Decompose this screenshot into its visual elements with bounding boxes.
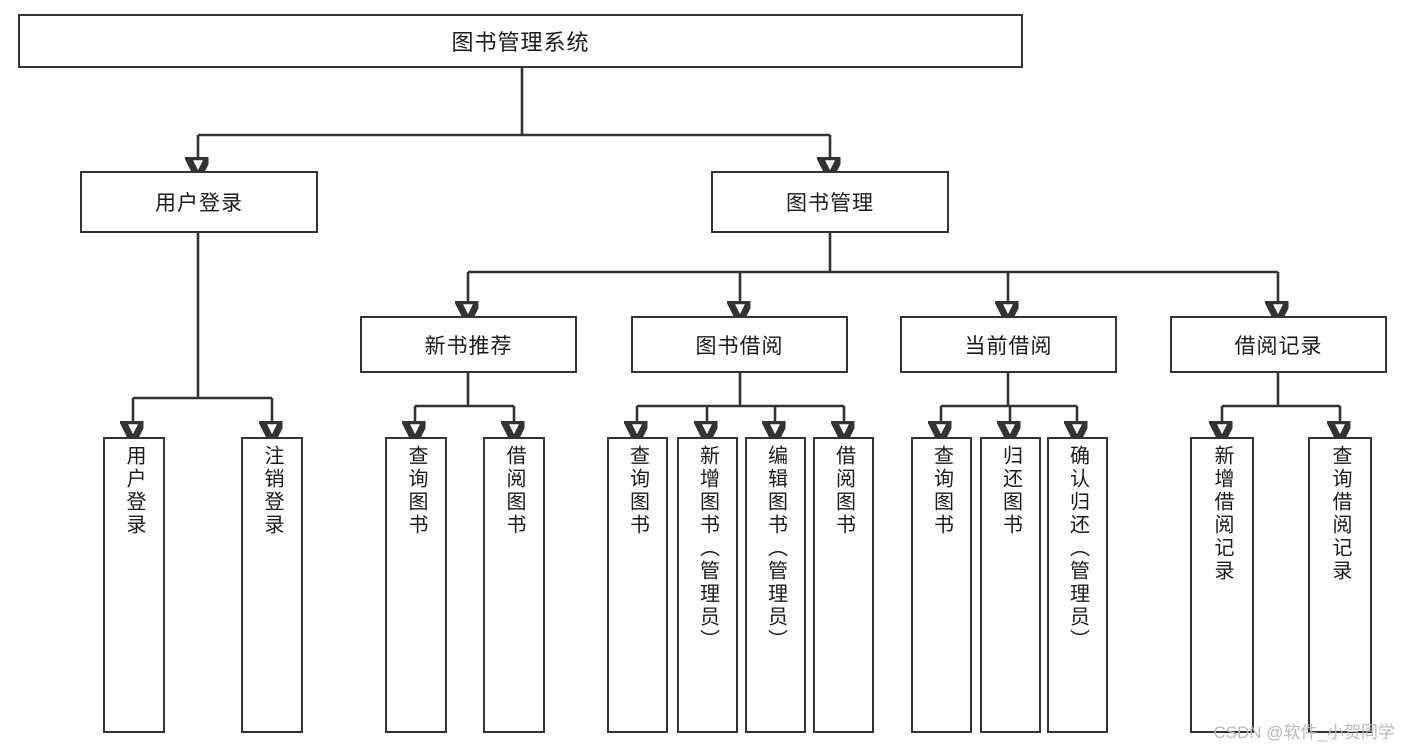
leaf-logout[interactable]: 注销登录 xyxy=(241,437,303,733)
leaf-borrow-book-1[interactable]: 借阅图书 xyxy=(483,437,545,733)
leaf-add-record[interactable]: 新增借阅记录 xyxy=(1190,437,1254,733)
node-user-login-label: 用户登录 xyxy=(155,192,243,215)
node-book-borrow-label: 图书借阅 xyxy=(695,334,784,358)
node-new-book-rec-label: 新书推荐 xyxy=(424,334,513,358)
node-user-login[interactable]: 用户登录 xyxy=(80,171,318,233)
leaf-query-book-1[interactable]: 查询图书 xyxy=(385,437,447,733)
node-book-manage[interactable]: 图书管理 xyxy=(711,171,949,233)
csdn-watermark: CSDN @软件_小贺同学 xyxy=(1213,723,1395,742)
node-root-label: 图书管理系统 xyxy=(451,30,590,55)
node-new-book-rec[interactable]: 新书推荐 xyxy=(360,316,577,373)
leaf-confirm-return[interactable]: 确认归还（管理员） xyxy=(1047,437,1108,733)
leaf-edit-book-label: 编辑图书（管理员） xyxy=(764,445,787,652)
leaf-return-book[interactable]: 归还图书 xyxy=(980,437,1041,733)
node-current-borrow-label: 当前借阅 xyxy=(964,334,1053,358)
leaf-logout-label: 注销登录 xyxy=(261,445,283,537)
leaf-query-book-2[interactable]: 查询图书 xyxy=(607,437,668,733)
leaf-user-login[interactable]: 用户登录 xyxy=(103,437,165,733)
leaf-query-record-label: 查询借阅记录 xyxy=(1329,445,1351,583)
leaf-query-book-1-label: 查询图书 xyxy=(405,445,427,537)
leaf-add-book[interactable]: 新增图书（管理员） xyxy=(677,437,738,733)
leaf-user-login-label: 用户登录 xyxy=(123,445,145,537)
leaf-query-book-3-label: 查询图书 xyxy=(930,445,953,537)
leaf-query-record[interactable]: 查询借阅记录 xyxy=(1308,437,1372,733)
leaf-borrow-book-2[interactable]: 借阅图书 xyxy=(813,437,874,733)
leaf-add-book-label: 新增图书（管理员） xyxy=(696,445,719,652)
node-borrow-record[interactable]: 借阅记录 xyxy=(1170,316,1387,373)
node-current-borrow[interactable]: 当前借阅 xyxy=(900,316,1117,373)
leaf-confirm-return-label: 确认归还（管理员） xyxy=(1066,445,1089,652)
node-borrow-record-label: 借阅记录 xyxy=(1234,334,1323,358)
leaf-query-book-2-label: 查询图书 xyxy=(626,445,649,537)
node-book-borrow[interactable]: 图书借阅 xyxy=(631,316,848,373)
leaf-return-book-label: 归还图书 xyxy=(999,445,1022,537)
leaf-borrow-book-1-label: 借阅图书 xyxy=(503,445,525,537)
leaf-query-book-3[interactable]: 查询图书 xyxy=(911,437,972,733)
leaf-borrow-book-2-label: 借阅图书 xyxy=(832,445,855,537)
node-root-system[interactable]: 图书管理系统 xyxy=(18,14,1023,68)
leaf-edit-book[interactable]: 编辑图书（管理员） xyxy=(745,437,806,733)
node-book-manage-label: 图书管理 xyxy=(786,192,874,215)
leaf-add-record-label: 新增借阅记录 xyxy=(1211,445,1233,583)
